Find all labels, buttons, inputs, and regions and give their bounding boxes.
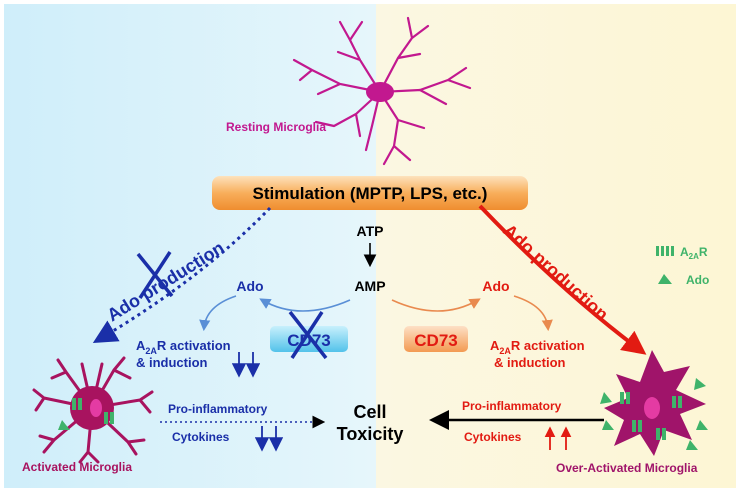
- right-pro-inflammatory-label: Pro-inflammatory: [462, 399, 562, 413]
- cell-toxicity-line1: Cell: [353, 402, 386, 422]
- ado-legend-icon: [658, 274, 672, 284]
- left-activation-line2: & induction: [136, 355, 208, 370]
- over-activated-microglia-label: Over-Activated Microglia: [556, 461, 698, 475]
- activated-microglia-icon: [32, 356, 154, 464]
- right-ado-production-arrow: [478, 204, 647, 355]
- stimulation-label: Stimulation (MPTP, LPS, etc.): [253, 184, 488, 203]
- receptor-legend-icon: [656, 246, 674, 256]
- right-activation-line2: & induction: [494, 355, 566, 370]
- right-cd73-box: [404, 326, 468, 352]
- left-cd73-cross-icon: [288, 310, 328, 360]
- ado-legend-label: Ado: [686, 273, 709, 287]
- activated-microglia-receptors: [58, 398, 114, 430]
- right-cd73-label: CD73: [414, 331, 457, 350]
- atp-label: ATP: [357, 223, 384, 239]
- left-cytokines-label: Cytokines: [172, 430, 230, 444]
- right-amp-to-ado-arrow: [391, 298, 481, 312]
- resting-microglia-icon: [292, 16, 472, 166]
- left-cd73-label: CD73: [287, 331, 330, 350]
- left-amp-to-ado-arrow: [259, 298, 351, 312]
- left-cytokines-down-arrows: [254, 426, 284, 452]
- amp-label: AMP: [354, 278, 385, 294]
- right-activation-line1: A2AR activation: [490, 338, 585, 356]
- left-pro-inflammatory-label: Pro-inflammatory: [168, 402, 268, 416]
- left-ado-label: Ado: [236, 278, 263, 294]
- left-ado-to-receptor-arrow: [199, 295, 237, 332]
- receptor-legend-label: A2AR: [680, 245, 708, 261]
- legend: A2AR Ado: [656, 245, 709, 287]
- activated-microglia-label: Activated Microglia: [22, 460, 132, 474]
- left-ado-production-arrow: [92, 206, 272, 344]
- over-activated-microglia-receptors: [600, 378, 708, 450]
- right-ado-label: Ado: [482, 278, 509, 294]
- stimulation-box: [212, 176, 528, 210]
- over-activated-microglia-icon: [604, 350, 706, 456]
- right-cytokines-label: Cytokines: [464, 430, 522, 444]
- left-activation-down-arrows: [231, 352, 261, 378]
- left-activation-line1: A2AR activation: [136, 338, 231, 356]
- cell-toxicity-line2: Toxicity: [337, 424, 404, 444]
- right-cytokines-up-arrows: [544, 426, 572, 450]
- right-ado-to-receptor-arrow: [513, 295, 553, 332]
- left-ado-production-cross-icon: [136, 251, 174, 299]
- left-panel-background: [4, 4, 376, 488]
- resting-microglia-label: Resting Microglia: [226, 120, 326, 134]
